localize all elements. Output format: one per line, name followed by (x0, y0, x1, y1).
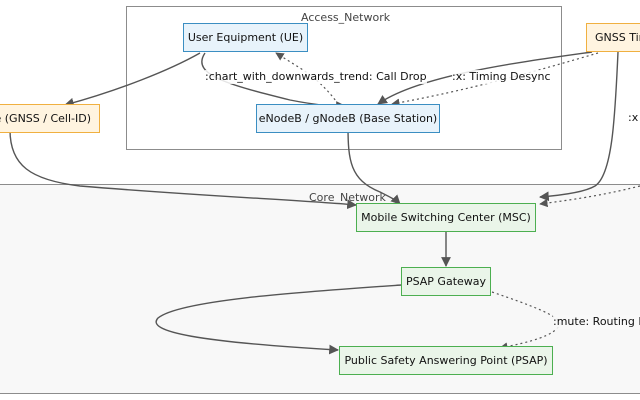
edge-enodeb-to-msc (347, 125, 401, 205)
edge-gateway-to-psap-routing (491, 291, 561, 351)
gnss-timing-label: GNSS Tim (595, 31, 640, 44)
location-source-label: ce (GNSS / Cell-ID) (0, 112, 91, 125)
right-edge-label: :x (628, 111, 639, 125)
msc-label: Mobile Switching Center (MSC) (361, 211, 531, 224)
edge-right-to-msc-dotted (539, 185, 640, 208)
psap-label: Public Safety Answering Point (PSAP) (344, 354, 548, 367)
gnss-timing-node[interactable]: GNSS Tim (586, 23, 640, 52)
user-equipment-label: User Equipment (UE) (187, 31, 304, 44)
routing-label: :mute: Routing F (553, 315, 640, 329)
edge-location-to-msc (9, 129, 357, 210)
timing-desync-label: :x: Timing Desync (452, 70, 551, 84)
call-drop-label: :chart_with_downwards_trend: Call Drop (205, 70, 427, 84)
edge-gnss-timing-to-msc (539, 51, 619, 202)
user-equipment-node[interactable]: User Equipment (UE) (183, 23, 308, 52)
msc-node[interactable]: Mobile Switching Center (MSC) (356, 203, 536, 232)
psap-gateway-label: PSAP Gateway (405, 275, 487, 288)
location-source-node[interactable]: ce (GNSS / Cell-ID) (0, 104, 100, 133)
psap-node[interactable]: Public Safety Answering Point (PSAP) (339, 346, 553, 375)
edge-ue-to-location (64, 52, 201, 108)
core-network-title: Core_Network (309, 191, 386, 204)
edge-gateway-to-psap (155, 284, 402, 355)
psap-gateway-node[interactable]: PSAP Gateway (401, 267, 491, 296)
base-station-label: eNodeB / gNodeB (Base Station) (258, 112, 438, 125)
access-network-title: Access_Network (301, 11, 391, 24)
base-station-node[interactable]: eNodeB / gNodeB (Base Station) (256, 104, 440, 133)
